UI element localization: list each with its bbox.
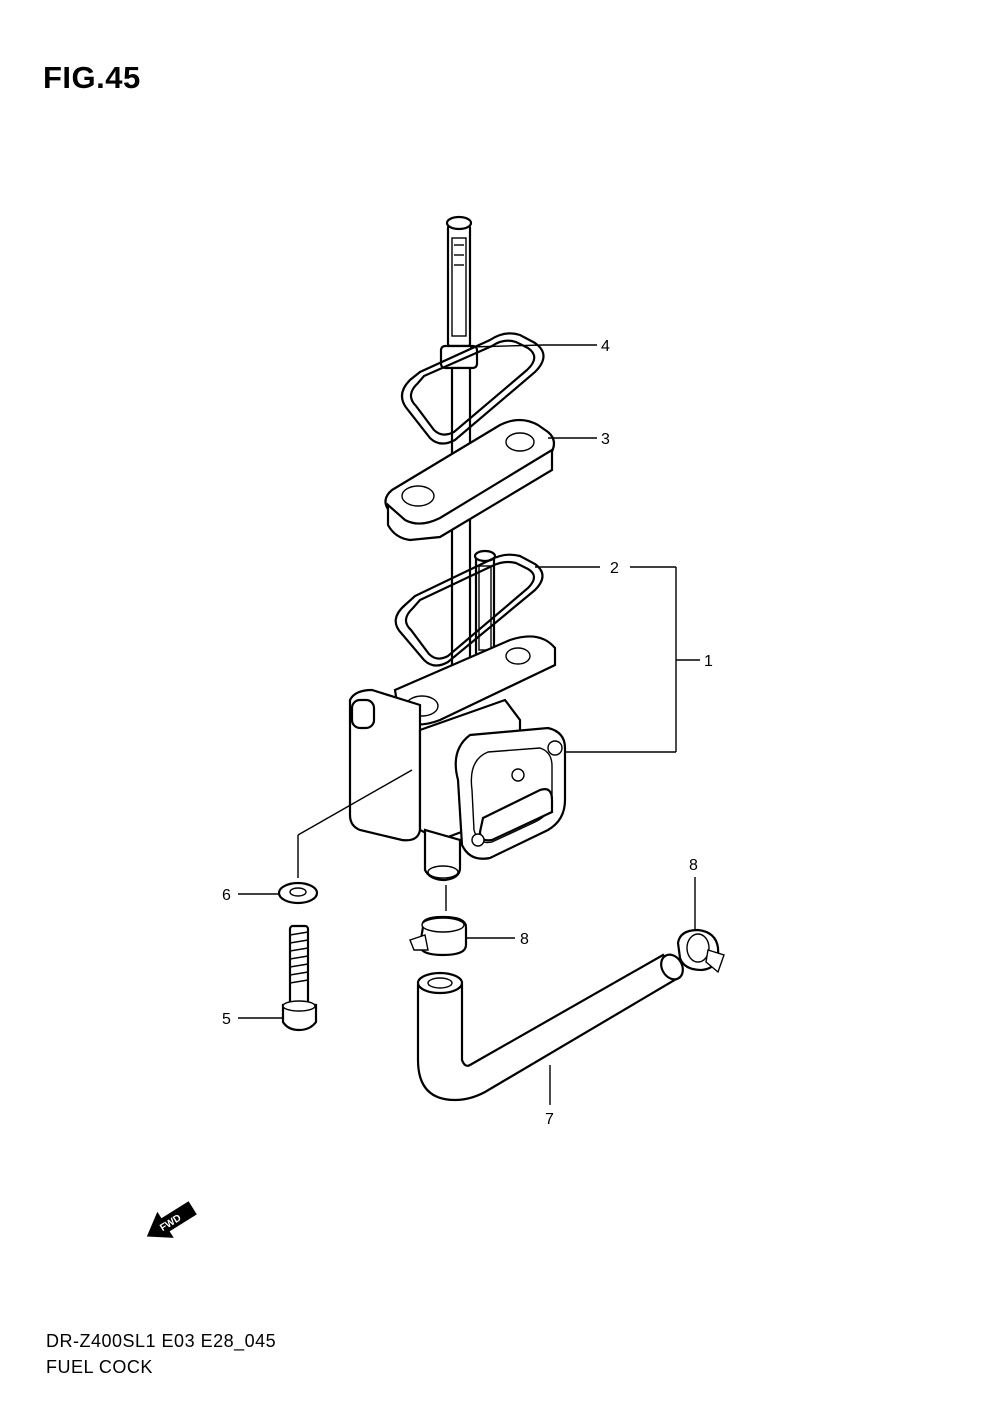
hose-clamp-left (409, 915, 468, 957)
fuel-hose (416, 953, 684, 1102)
diagram-code: DR-Z400SL1 E03 E28_045 (46, 1331, 277, 1351)
callout-4: 4 (601, 338, 610, 355)
figure-title: FIG.45 (43, 60, 141, 95)
fwd-arrow-icon: FWD (146, 1201, 197, 1238)
washer (277, 881, 319, 905)
callout-6: 6 (222, 887, 231, 904)
callout-8-left: 8 (520, 931, 529, 948)
leader-lines (238, 344, 700, 1105)
callout-7: 7 (545, 1111, 554, 1128)
callout-5: 5 (222, 1011, 231, 1028)
diagram-name: FUEL COCK (46, 1357, 153, 1377)
hose-clamp-right (676, 928, 725, 974)
bolt (281, 924, 318, 1032)
callout-1: 1 (704, 653, 713, 670)
fuel-cock-body (348, 635, 567, 882)
gasket (384, 418, 556, 542)
callout-2: 2 (610, 560, 619, 577)
o-ring-lower (394, 553, 544, 667)
callout-3: 3 (601, 431, 610, 448)
callout-8-right: 8 (689, 857, 698, 874)
o-ring-upper (400, 332, 545, 445)
